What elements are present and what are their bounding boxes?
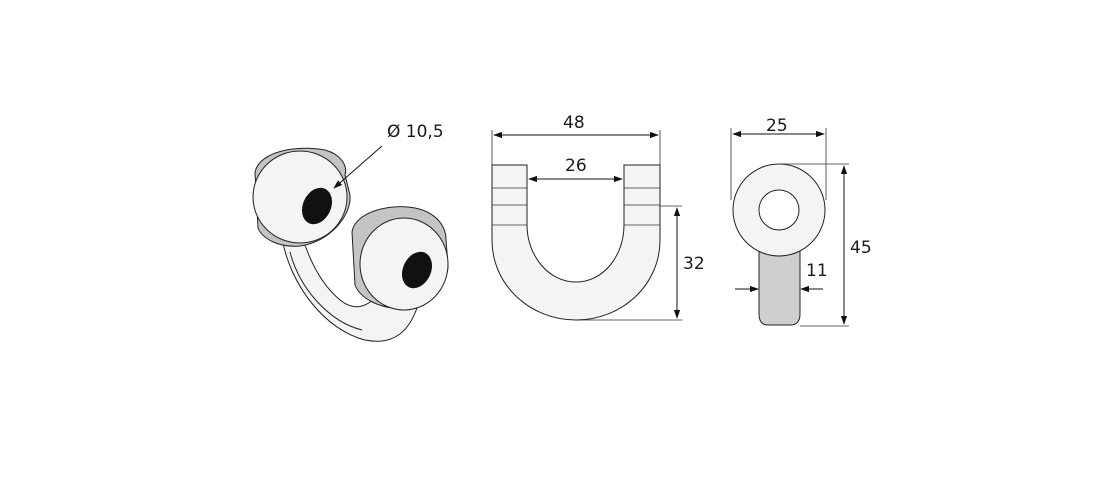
inner-width-label: 26 [565,156,587,176]
hole-leader [333,145,383,189]
total-length-label: 45 [850,238,872,258]
iso-right-hole [401,251,433,289]
iso-u-body [281,235,419,342]
side-shank [758,247,801,326]
shank-diameter-label: 11 [806,261,828,281]
iso-left-ring [252,147,351,247]
height-label: 32 [683,254,705,274]
iso-right-ring [351,206,449,311]
front-u-shape [491,164,661,321]
eye-width-label: 25 [766,116,788,136]
hole-diameter-label: Ø 10,5 [387,122,444,142]
isometric-view: Ø 10,5 [252,122,449,342]
iso-u-body-edge [289,251,363,331]
iso-left-hole [301,187,333,225]
side-view: 25 45 11 [730,116,872,327]
side-eye-hole [758,189,800,231]
overall-width-label: 48 [563,113,585,133]
front-view: 48 26 32 [491,113,705,321]
